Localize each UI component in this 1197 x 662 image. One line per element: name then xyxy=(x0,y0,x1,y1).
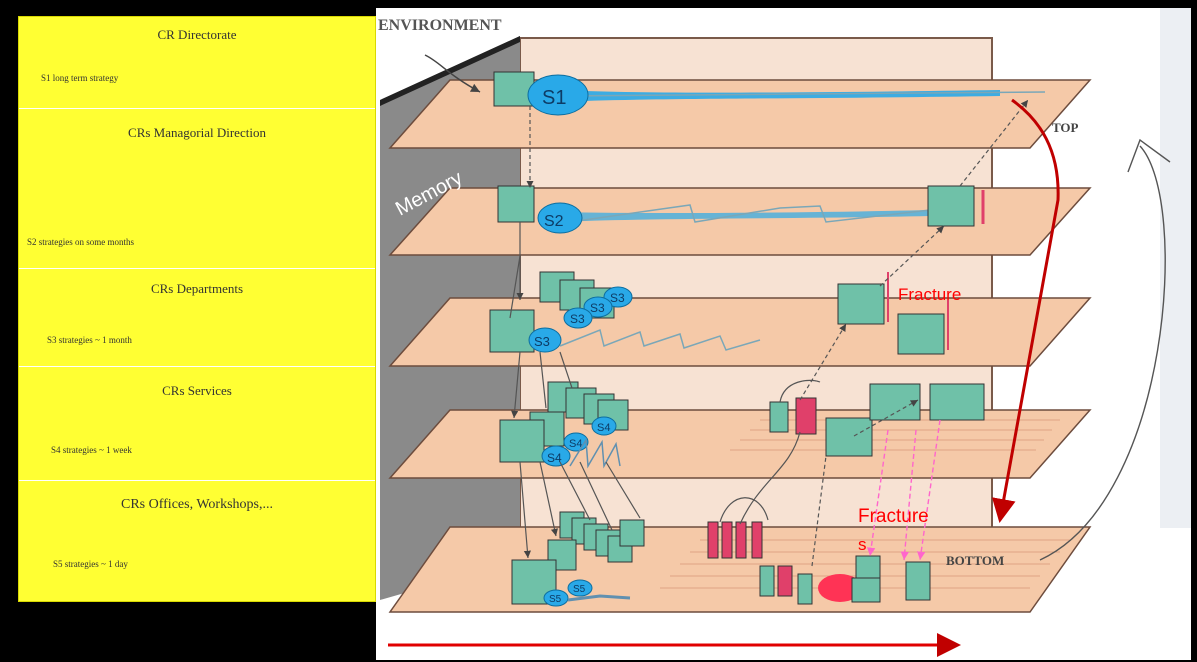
level-title: CRs Services xyxy=(162,383,232,398)
level-offices-workshops: CRs Offices, Workshops,... S5 strategies… xyxy=(19,481,375,603)
level5-elements: S5 S5 xyxy=(511,511,931,607)
s3-box xyxy=(489,309,535,353)
level1-elements: S1 xyxy=(493,71,1046,116)
fractures-label-line2: s xyxy=(858,535,867,554)
level-subtitle: S2 strategies on some months xyxy=(27,237,134,247)
level-title: CR Directorate xyxy=(157,27,237,42)
memory-wall-top xyxy=(380,36,520,106)
s5-label-main: S5 xyxy=(549,594,562,605)
fractures-label-line1: Fracture xyxy=(858,506,929,527)
s1-box xyxy=(493,71,535,107)
fracture-label: Fracture xyxy=(898,285,961,304)
level2-elements: S2 xyxy=(497,185,985,234)
level-title: CRs Managorial Direction xyxy=(128,125,266,140)
bottom-label: BOTTOM xyxy=(946,553,1004,568)
time-label: Time xyxy=(970,640,1009,660)
fracture-arrows xyxy=(867,419,941,561)
s4-node xyxy=(541,445,571,467)
level4-elements: S4 S4 S4 xyxy=(499,381,985,469)
feedback-arrow xyxy=(1039,145,1166,561)
level-title: CRs Departments xyxy=(150,281,244,296)
s5-node xyxy=(543,589,569,607)
top-label: TOP xyxy=(1052,120,1079,135)
s2-strategy-trail xyxy=(560,210,930,222)
level-subtitle: S1 long term strategy xyxy=(41,73,119,83)
s3-label-b: S3 xyxy=(590,301,605,315)
level3-activity-box-a xyxy=(837,283,885,325)
level-subtitle: S4 strategies ~ 1 week xyxy=(51,445,132,455)
level4-activity-box xyxy=(929,383,985,421)
level-departments: CRs Departments S3 strategies ~ 1 month xyxy=(19,269,375,367)
environment-label: ENVIRONMENT xyxy=(378,17,502,34)
s5-label-a: S5 xyxy=(573,584,586,595)
s4-box xyxy=(499,419,545,463)
s3-label-main: S3 xyxy=(534,334,550,349)
level-subtitle: S5 strategies ~ 1 day xyxy=(53,559,128,569)
s4-label-b: S4 xyxy=(569,438,582,450)
s4-label-main: S4 xyxy=(547,451,562,465)
plane-2 xyxy=(388,187,1092,256)
s3-label-a: S3 xyxy=(610,291,625,305)
top-bottom-arrow xyxy=(991,98,1060,523)
environment-arrow xyxy=(424,54,481,93)
s1-label: S1 xyxy=(542,87,566,109)
s1-node xyxy=(527,74,589,116)
s2-box xyxy=(497,185,535,223)
s4-label-a: S4 xyxy=(597,422,610,434)
s2-node xyxy=(537,202,583,234)
level2-activity-box xyxy=(927,185,975,227)
fracture-blob xyxy=(818,574,862,602)
level5-activity-box xyxy=(905,561,931,601)
s3-node xyxy=(528,327,562,353)
level-subtitle: S3 strategies ~ 1 month xyxy=(47,335,132,345)
s3-label-c: S3 xyxy=(570,312,585,326)
levels-panel: CR Directorate S1 long term strategy CRs… xyxy=(18,16,376,602)
connectors xyxy=(509,99,1029,567)
level-title: CRs Offices, Workshops,... xyxy=(121,497,273,512)
level-cr-directorate: CR Directorate S1 long term strategy xyxy=(19,17,375,109)
level-services: CRs Services S4 strategies ~ 1 week xyxy=(19,367,375,481)
level-managerial-direction: CRs Managorial Direction S2 strategies o… xyxy=(19,109,375,269)
s2-label: S2 xyxy=(544,213,564,230)
level3-activity-box-b xyxy=(897,313,945,355)
level3-elements: S3 S3 S3 S3 xyxy=(489,271,949,355)
